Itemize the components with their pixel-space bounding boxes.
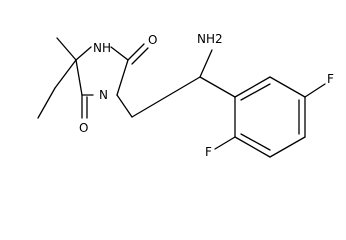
bond-ch2-ch (131, 76, 201, 118)
bond-c2-o-top-2 (131, 47, 149, 65)
bond-ethyl-2 (37, 87, 56, 119)
atom-nh-label: NH (93, 41, 111, 55)
ring-bond-4 (269, 136, 306, 158)
bond-c5-n1 (75, 46, 92, 61)
atom-n-label: N (99, 88, 108, 102)
bond-c4-c5 (75, 59, 83, 96)
atom-f-bottom-label: F (205, 145, 212, 159)
bond-c5-ethyl-1 (54, 59, 77, 89)
ring-bond-2 (269, 76, 306, 98)
bond-ch-ring (199, 76, 236, 98)
atom-o-top-label: O (148, 33, 157, 47)
ring-double-3 (240, 133, 271, 151)
bond-ring-f-bottom (214, 136, 236, 150)
bond-c2-n3 (116, 59, 129, 96)
molecule-structure: NH N O O NH2 F F (37, 32, 334, 159)
atom-o-bottom-label: O (79, 121, 88, 135)
bond-ring-f-right (304, 83, 326, 98)
ring-bond-1 (234, 76, 271, 98)
bond-n1-c2 (110, 46, 129, 61)
ring-bond-5 (234, 136, 271, 158)
bond-n3-ch2 (116, 94, 133, 118)
bond-ch-nh2 (199, 49, 213, 78)
ring-double-1 (240, 83, 271, 101)
structure-canvas: NH N O O NH2 F F (37, 32, 334, 159)
atom-f-right-label: F (327, 72, 334, 86)
bond-c5-methyl (56, 37, 77, 61)
atom-nh2-label: NH2 (197, 32, 223, 46)
bond-c2-o-top-1 (127, 43, 145, 61)
